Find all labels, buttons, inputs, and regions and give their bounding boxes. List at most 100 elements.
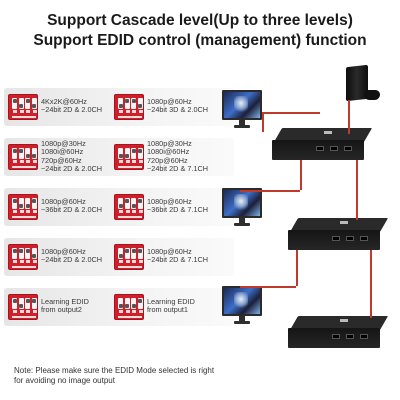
dip-toggle [31, 298, 37, 309]
dip-toggle-knob [138, 249, 142, 253]
hdmi-cable [240, 286, 296, 288]
dip-toggle-knob [138, 299, 142, 303]
dip-number-mark [32, 160, 37, 163]
dip-toggle-knob [19, 149, 23, 153]
dip-toggle [137, 248, 143, 259]
dip-number-mark [26, 110, 30, 113]
dip-toggle [137, 98, 143, 109]
dip-switch-icon [8, 244, 38, 270]
dip-toggle [118, 248, 123, 259]
dip-toggle-knob [12, 99, 17, 103]
brand-logo [324, 131, 332, 134]
dip-number-mark [26, 160, 30, 163]
hdmi-port [346, 334, 354, 339]
edid-row-4: 1080p@60Hz ~24bit 2D & 2.0CH 1080p@60Hz … [4, 238, 234, 276]
dip-number-mark [19, 260, 24, 263]
dip-number-mark [125, 310, 130, 313]
hdmi-port [346, 236, 354, 241]
dip-on-off-mark [118, 216, 142, 218]
edid-mode-label: Learning EDID from output2 [41, 297, 89, 315]
dip-toggle-knob [32, 154, 36, 158]
hdmi-port [316, 146, 324, 151]
dip-toggle-knob [125, 154, 129, 158]
dip-number-mark [119, 110, 123, 113]
monitor-screen [222, 188, 262, 218]
dip-toggle [18, 98, 24, 109]
dip-on-off-mark [12, 216, 36, 218]
dip-number-mark [125, 260, 130, 263]
dip-toggle-knob [32, 104, 36, 108]
dip-number-mark [32, 110, 37, 113]
dip-number-mark [132, 110, 136, 113]
monitor-base [234, 125, 250, 128]
brand-logo [340, 319, 348, 322]
dip-toggle [124, 198, 130, 209]
edid-row-2: 1080p@30Hz 1080i@60Hz 720p@60Hz ~24bit 2… [4, 138, 234, 176]
dip-number-marks [10, 210, 38, 215]
dip-number-mark [138, 260, 143, 263]
dip-number-marks [10, 310, 38, 315]
dip-on-off-mark [12, 266, 36, 268]
monitor-neck [239, 218, 245, 224]
dip-toggle-knob [12, 249, 17, 253]
edid-mode-label: 1080p@30Hz 1080i@60Hz 720p@60Hz ~24bit 2… [147, 139, 209, 174]
hdmi-port [332, 334, 340, 339]
dip-number-mark [138, 310, 143, 313]
dip-toggle [118, 198, 123, 209]
dip-on-off-mark [118, 316, 142, 318]
dip-number-mark [26, 310, 30, 313]
dip-number-mark [32, 260, 37, 263]
hdmi-cable [262, 112, 264, 132]
edid-mode-label: 1080p@60Hz ~36bit 2D & 2.0CH [41, 197, 103, 215]
dip-toggle-knob [19, 249, 23, 253]
monitor-base [234, 223, 250, 226]
dip-toggle-knob [25, 154, 30, 158]
dip-toggle-knob [32, 299, 36, 303]
dip-toggle-knob [138, 149, 142, 153]
dip-toggle-knob [25, 299, 30, 303]
dip-toggle [131, 198, 136, 209]
dip-toggle-knob [118, 104, 123, 108]
dip-number-mark [119, 310, 123, 313]
dip-toggle [118, 298, 123, 309]
dip-toggle [118, 98, 123, 109]
dip-toggle-knob [32, 199, 36, 203]
dip-toggle-knob [12, 149, 17, 153]
dip-switch-icon [114, 294, 144, 320]
dip-toggle [25, 248, 30, 259]
headline-edid: Support EDID control (management) functi… [33, 32, 367, 49]
game-console-icon [340, 64, 380, 104]
dip-number-marks [116, 110, 144, 115]
dip-toggle [31, 98, 37, 109]
hdmi-cable [296, 250, 298, 286]
monitor-neck [239, 316, 245, 322]
dip-number-mark [132, 160, 136, 163]
controller-icon [364, 90, 380, 100]
dip-on-off-mark [12, 116, 36, 118]
dip-switch-icon [114, 94, 144, 120]
hdmi-cable [348, 100, 350, 134]
edid-note: Note: Please make sure the EDID Mode sel… [14, 366, 215, 385]
dip-number-mark [125, 110, 130, 113]
dip-toggle [25, 198, 30, 209]
dip-toggle [12, 298, 17, 309]
dip-toggle [31, 248, 37, 259]
dip-on-off-mark [12, 166, 36, 168]
hdmi-port [360, 236, 368, 241]
hdmi-port [330, 146, 338, 151]
dip-number-mark [19, 110, 24, 113]
dip-number-mark [119, 260, 123, 263]
dip-toggle-knob [118, 204, 123, 208]
dip-number-mark [32, 310, 37, 313]
dip-toggle [18, 198, 24, 209]
dip-number-mark [19, 310, 24, 313]
dip-toggle [31, 198, 37, 209]
dip-switch-icon [8, 294, 38, 320]
edid-mode-label: 4Kx2K@60Hz ~24bit 2D & 2.0CH [41, 97, 103, 115]
dip-number-marks [10, 110, 38, 115]
edid-mode-label: 1080p@60Hz ~24bit 2D & 2.0CH [41, 247, 103, 265]
dip-toggle-knob [125, 304, 129, 308]
monitor-base [234, 321, 250, 324]
dip-toggle [124, 248, 130, 259]
dip-number-mark [138, 160, 143, 163]
